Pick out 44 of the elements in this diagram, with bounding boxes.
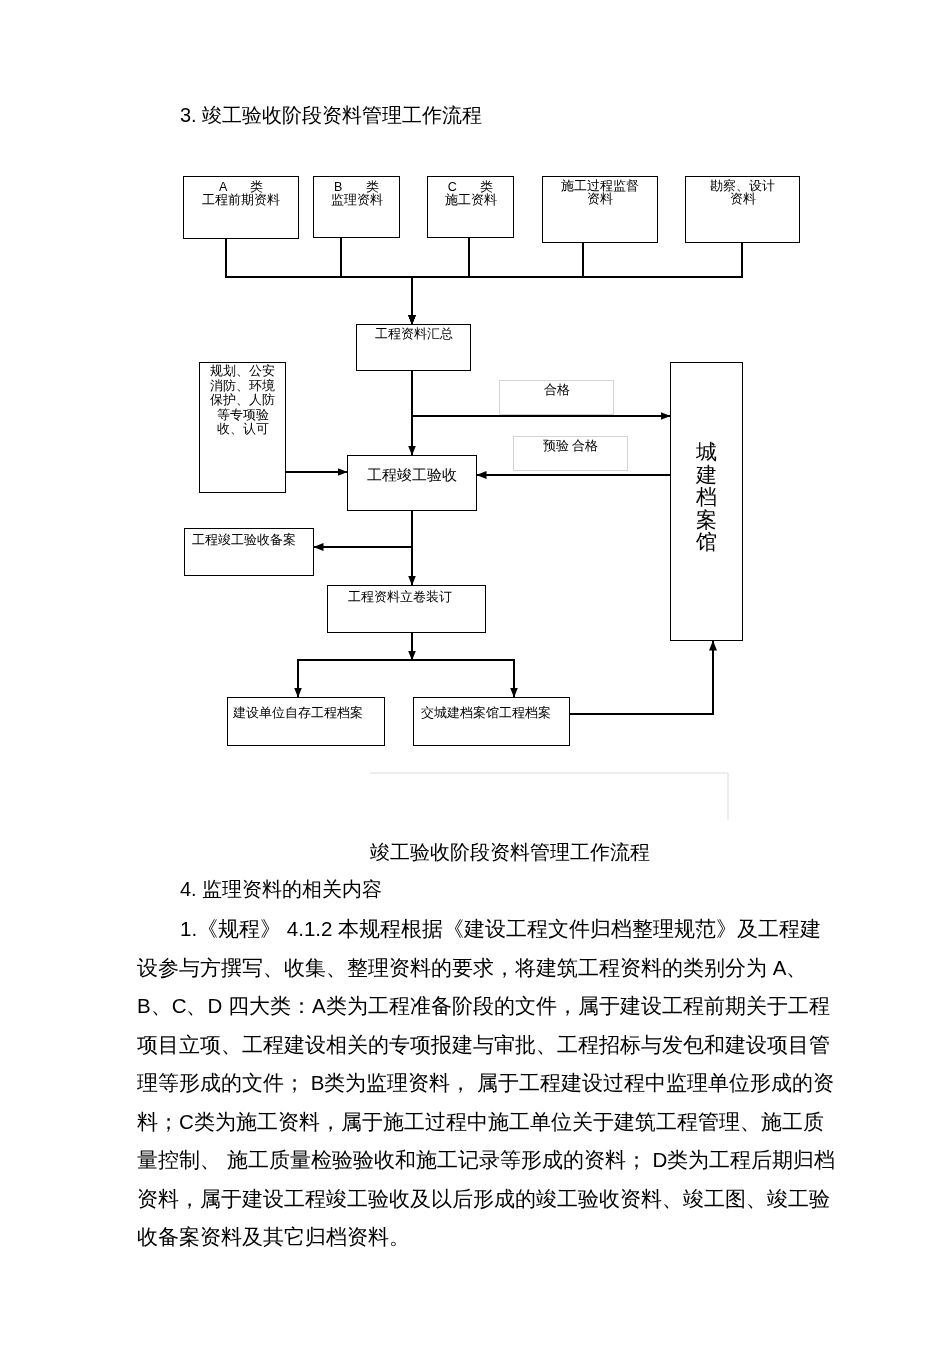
flow-arrow <box>408 242 743 325</box>
flow-arrow <box>569 640 717 715</box>
node-label: 工程资料汇总 <box>373 328 454 342</box>
node-label: 规划、公安消防、环境保护、人防等专项验收、认可 <box>209 364 276 437</box>
node-label: 建设单位自存工程档案 <box>232 706 364 720</box>
process-box <box>347 455 477 511</box>
figure-caption: 竣工验收阶段资料管理工作流程 <box>370 840 650 864</box>
node-label: 工程前期资料 <box>201 194 281 208</box>
body-paragraph: 1.《规程》 4.1.2 本规程根据《建设工程文件归档整理规范》及工程建设参与方撰写、收集、整理资料的要求，将建筑工程资料的类别分为 A、B、C、D 四大类：A类为工程准备阶段的文件，属于建设工程前期关于工程项目立项、工程建设相关的专项报建与审批、工程招标与发包和建设项目管理等形成的文件； B类为监理资料， 属于工程建设过程中监理单位形成的资料；C类为施工资料，属于施工过程中施工单位关于建筑工程管理、施工质量控制、 施工质量检验验收和施工记录等形成的资料； D类为工程后期归档资料，属于建设工程竣工验收及以后形成的竣工验收资料、竣工图、竣工验收备案资料及其它归档资料。 <box>137 916 837 1250</box>
section-heading: 4. 监理资料的相关内容 <box>180 877 383 901</box>
node-label: 工程资料立卷装订 <box>347 591 453 605</box>
process-box <box>413 697 570 746</box>
node-label: A 类 <box>217 181 264 194</box>
process-box <box>685 176 800 243</box>
process-box <box>183 176 299 239</box>
edge-label: 预验 合格 <box>513 436 628 471</box>
process-box <box>313 176 400 238</box>
process-box <box>184 528 314 576</box>
flow-arrow <box>408 632 416 661</box>
process-box <box>542 176 658 243</box>
flow-arrow <box>285 468 348 476</box>
flow-arrow <box>476 471 671 479</box>
process-box <box>427 176 514 238</box>
process-box <box>327 585 486 633</box>
flow-arrow <box>408 510 416 586</box>
flow-arrow <box>294 659 413 698</box>
node-label: 交城建档案馆工程档案 <box>420 706 552 720</box>
node-label: 勘察、设计资料 <box>709 180 776 207</box>
node-label: 施工过程监督资料 <box>560 180 640 207</box>
process-box <box>356 324 471 371</box>
node-label: 工程竣工验收 <box>366 467 458 483</box>
process-box <box>227 697 385 746</box>
node-label: B 类 <box>334 181 380 194</box>
node-label: 城建档案馆 <box>695 441 718 554</box>
process-box <box>670 362 743 641</box>
node-label: 监理资料 <box>329 194 384 208</box>
process-box <box>199 362 286 493</box>
section-heading: 3. 竣工验收阶段资料管理工作流程 <box>180 103 483 127</box>
node-label: C 类 <box>447 181 494 194</box>
node-label: 施工资料 <box>443 194 498 208</box>
flow-arrow <box>411 370 671 420</box>
flow-arrow <box>411 659 518 698</box>
node-label: 工程竣工验收备案 <box>191 534 297 548</box>
edge-label: 合格 <box>499 380 614 415</box>
